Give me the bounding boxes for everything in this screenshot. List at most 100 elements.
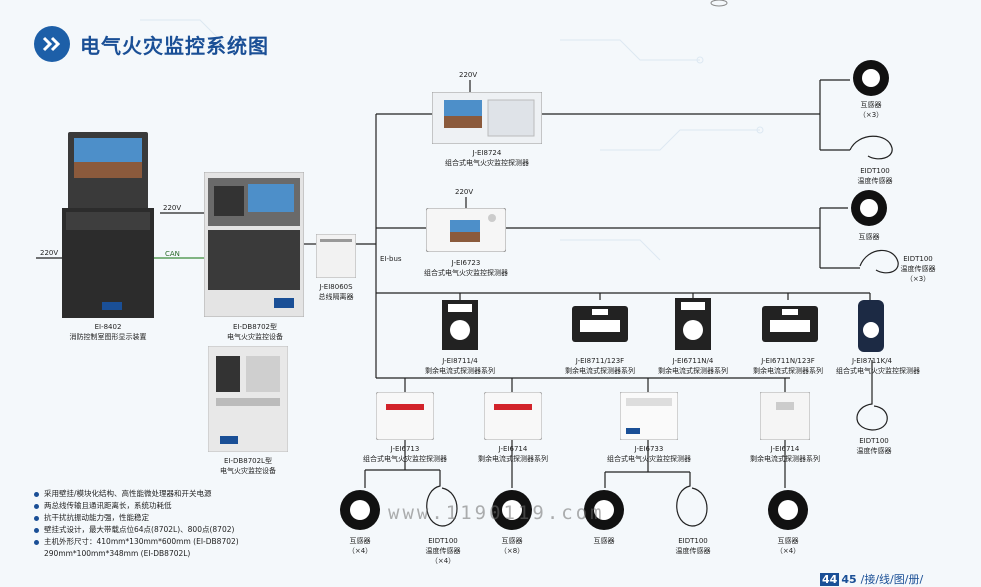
power-label-220v: 220V: [163, 204, 182, 212]
sensor-b6-name: 互感器: [777, 537, 799, 545]
ei6714b-model: J-EI6714: [770, 445, 800, 453]
sensor-t2-name: EIDT100: [903, 255, 933, 263]
bullet-icon: [34, 527, 39, 533]
ei8724-desc: 组合式电气火灾监控探测器: [445, 159, 529, 167]
ei8711k-4-desc: 组合式电气火灾监控探测器: [836, 367, 920, 375]
ei6711n-4-model: J-EI6711N/4: [672, 357, 714, 365]
ei6711n-123f-desc: 剩余电流式探测器系列: [753, 367, 823, 375]
can-bus-label: CAN: [165, 250, 180, 258]
ei8711-4-desc: 剩余电流式探测器系列: [425, 367, 495, 375]
sensor-t2-qty: （×3）: [905, 275, 931, 283]
ei6713-detector: [375, 391, 435, 441]
top-logo-icon: [710, 0, 728, 7]
ei8711k-4-detector: [856, 300, 886, 352]
ei6711n-123f-detector: [762, 306, 818, 342]
ei8711-123f-model: J-EI8711/123F: [575, 357, 625, 365]
power-label-220v: 220V: [459, 71, 478, 79]
current-transformer-icon: [762, 488, 814, 532]
sensor-t3-desc: 温度传感器: [856, 447, 892, 455]
sensor-b2-qty: （×4）: [430, 557, 456, 565]
sensor-t3-name: EIDT100: [859, 437, 889, 445]
feature-item-continuation: 290mm*100mm*348mm (EI-DB8702L): [44, 549, 191, 558]
page-number-left: 44: [820, 572, 840, 586]
current-transformer-icon: [850, 58, 892, 98]
sensor-b4-name: 互感器: [593, 537, 615, 545]
power-label-220v: 220V: [40, 249, 59, 257]
db8702-desc: 电气火灾监控设备: [227, 333, 283, 341]
diagram-title: 电气火灾监控系统图: [34, 26, 269, 62]
ei6711n-4-desc: 剩余电流式探测器系列: [658, 367, 728, 375]
feature-item: 采用壁挂/模块化结构、高性能微处理器和开关电源: [34, 488, 239, 500]
sensor-b2-desc: 温度传感器: [425, 547, 461, 555]
ei8711-123f-detector: [572, 306, 628, 342]
ei8724-detector: [431, 91, 543, 145]
ei6714a-model: J-EI6714: [498, 445, 528, 453]
ei8711-4-detector: [442, 300, 478, 350]
feature-item: 抗干扰抗振动能力强，性能稳定: [34, 512, 239, 524]
temperature-sensor-icon: [858, 242, 902, 278]
sensor-s1-name: 互感器: [860, 101, 882, 109]
ei8724-model: J-EI8724: [472, 149, 502, 157]
temperature-sensor-icon: [848, 398, 896, 434]
ei8060s-isolator: [315, 233, 357, 279]
db8702l-model: EI-DB8702L型: [224, 457, 272, 465]
ei6711n-123f-model: J-EI6711N/123F: [761, 357, 815, 365]
current-transformer-icon: [578, 488, 630, 532]
sensor-t2-desc: 温度传感器: [900, 265, 936, 273]
page-number-right: 45: [841, 572, 857, 586]
ei8402-model: EI-8402: [94, 323, 122, 331]
db8702l-panel: [207, 345, 289, 453]
sensor-b3-qty: （×8）: [499, 547, 525, 555]
bullet-icon: [34, 539, 39, 545]
temperature-sensor-icon: [418, 480, 466, 532]
ei8711-4-model: J-EI8711/4: [442, 357, 478, 365]
ei8060s-model: J-EI8060S: [319, 283, 353, 291]
ei6733-desc: 组合式电气火灾监控探测器: [607, 455, 691, 463]
current-transformer-icon: [334, 488, 386, 532]
ei8060s-desc: 总线隔离器: [318, 293, 354, 301]
sensor-s1-qty: （×3）: [858, 111, 884, 119]
ei6723-model: J-EI6723: [451, 259, 481, 267]
current-transformer-icon: [486, 488, 538, 532]
feature-item: 主机外形尺寸：410mm*130mm*600mm (EI-DB8702): [34, 536, 239, 548]
sensor-b5-desc: 温度传感器: [675, 547, 711, 555]
page-section-text: /接/线/图/册/: [860, 573, 924, 586]
ei6714a-detector: [483, 391, 543, 441]
bullet-icon: [34, 515, 39, 521]
sensor-b1-name: 互感器: [349, 537, 371, 545]
sensor-b2-name: EIDT100: [428, 537, 458, 545]
ei6713-model: J-EI6713: [390, 445, 420, 453]
temperature-sensor-icon: [668, 480, 716, 532]
sensor-b5-name: EIDT100: [678, 537, 708, 545]
db8702l-desc: 电气火灾监控设备: [220, 467, 276, 475]
feature-list: 采用壁挂/模块化结构、高性能微处理器和开关电源 两总线传输且通讯距离长，系统功耗…: [34, 488, 239, 560]
sensor-t1-name: EIDT100: [860, 167, 890, 175]
sensor-b3-name: 互感器: [501, 537, 523, 545]
page-number-bar: 44 45 /接/线/图/册/: [820, 571, 923, 587]
chevron-right-icon: [34, 26, 70, 62]
ei8711-123f-desc: 剩余电流式探测器系列: [565, 367, 635, 375]
ei6714b-desc: 剩余电流式探测器系列: [750, 455, 820, 463]
ei6713-desc: 组合式电气火灾监控探测器: [363, 455, 447, 463]
feature-item: 两总线传输且通讯距离长，系统功耗低: [34, 500, 239, 512]
temperature-sensor-icon: [848, 126, 898, 166]
sensor-s2-name: 互感器: [858, 233, 880, 241]
bullet-icon: [34, 491, 39, 497]
ei6714b-detector: [759, 391, 811, 441]
ei6723-detector: [425, 207, 507, 253]
ei6714a-desc: 剩余电流式探测器系列: [478, 455, 548, 463]
watermark: www.1190119.com: [388, 502, 605, 524]
ei8402-display-terminal: [62, 132, 154, 318]
sensor-b6-qty: （×4）: [775, 547, 801, 555]
power-label-220v: 220V: [455, 188, 474, 196]
ei6723-desc: 组合式电气火灾监控探测器: [424, 269, 508, 277]
db8702-model: EI-DB8702型: [232, 323, 278, 331]
ei6733-detector: [619, 391, 679, 441]
page-title: 电气火灾监控系统图: [80, 33, 269, 58]
ei8402-desc: 消防控制室图形显示装置: [69, 333, 147, 341]
eibus-label: EI-bus: [380, 255, 402, 263]
current-transformer-icon: [848, 188, 890, 228]
sensor-t1-desc: 温度传感器: [857, 177, 893, 185]
